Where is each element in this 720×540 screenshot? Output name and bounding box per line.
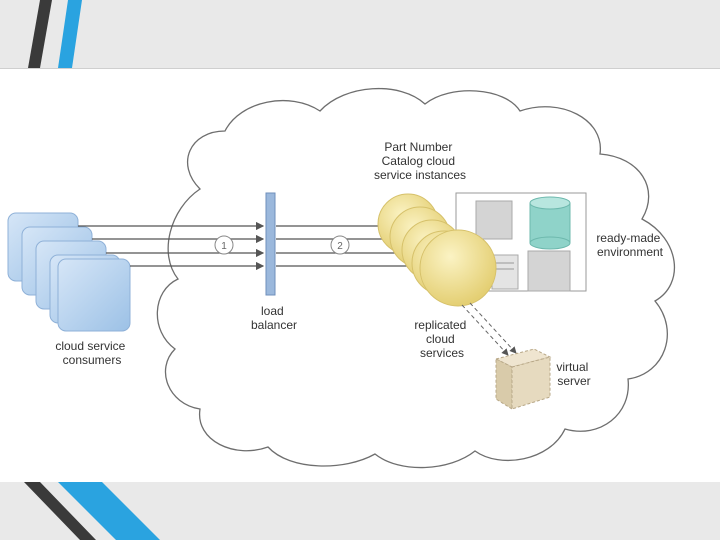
bottom-decoration [0, 482, 720, 540]
diagram-panel: 1 2 [0, 68, 720, 483]
consumers-label: cloud service consumers [55, 339, 128, 367]
blue-stripe-top [58, 0, 82, 68]
architecture-diagram: 1 2 [7, 87, 676, 469]
service-instance-stack [377, 193, 497, 307]
load-balancer-label: load balancer [251, 304, 297, 332]
dark-stripe-top [28, 0, 52, 68]
blue-stripe-bottom [58, 482, 160, 540]
virtual-server-label: virtual server [556, 360, 591, 388]
dark-stripe-bottom [24, 482, 96, 540]
environment-label: ready-made environment [596, 231, 663, 259]
load-balancer-icon [265, 192, 276, 296]
replicated-label: replicated cloud services [414, 318, 469, 360]
environment-box-icon [527, 250, 571, 292]
database-icon [529, 196, 571, 250]
virtual-server-icon [494, 348, 552, 410]
step-marker-1: 1 [214, 235, 234, 255]
replication-arrows [461, 302, 517, 356]
environment-box-icon [475, 200, 513, 240]
step-marker-2-label: 2 [337, 241, 343, 252]
ready-made-environment [455, 192, 587, 292]
step-marker-1-label: 1 [221, 241, 227, 252]
consumer-stack-icon [7, 212, 131, 332]
top-decoration [0, 0, 720, 70]
request-arrows-stage1 [78, 221, 265, 271]
instances-label: Part Number Catalog cloud service instan… [374, 140, 466, 182]
service-instance-icon [419, 229, 497, 307]
step-marker-2: 2 [330, 235, 350, 255]
